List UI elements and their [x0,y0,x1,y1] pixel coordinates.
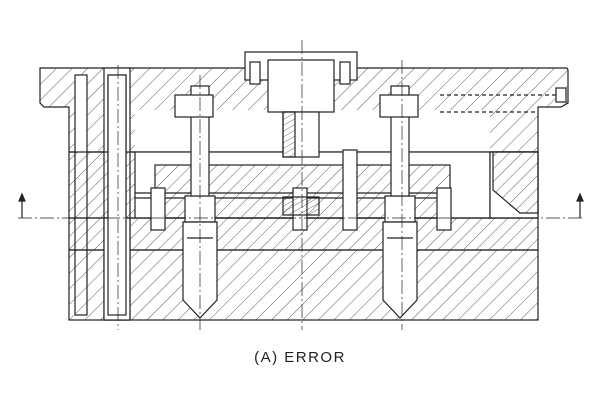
figure-caption: (A) ERROR [254,349,346,366]
clamp-plate-bottom [68,249,539,321]
sprue-channel [282,111,296,158]
support-pillar [150,187,166,231]
bolt [342,149,358,231]
right-block-hatch [492,151,539,214]
hot-nozzle-right [379,85,419,319]
support-pillar [436,187,452,231]
section-arrow-right [576,192,584,202]
sprue-bushing [267,59,335,113]
section-arrow-left [18,192,26,202]
spacer [282,196,320,216]
